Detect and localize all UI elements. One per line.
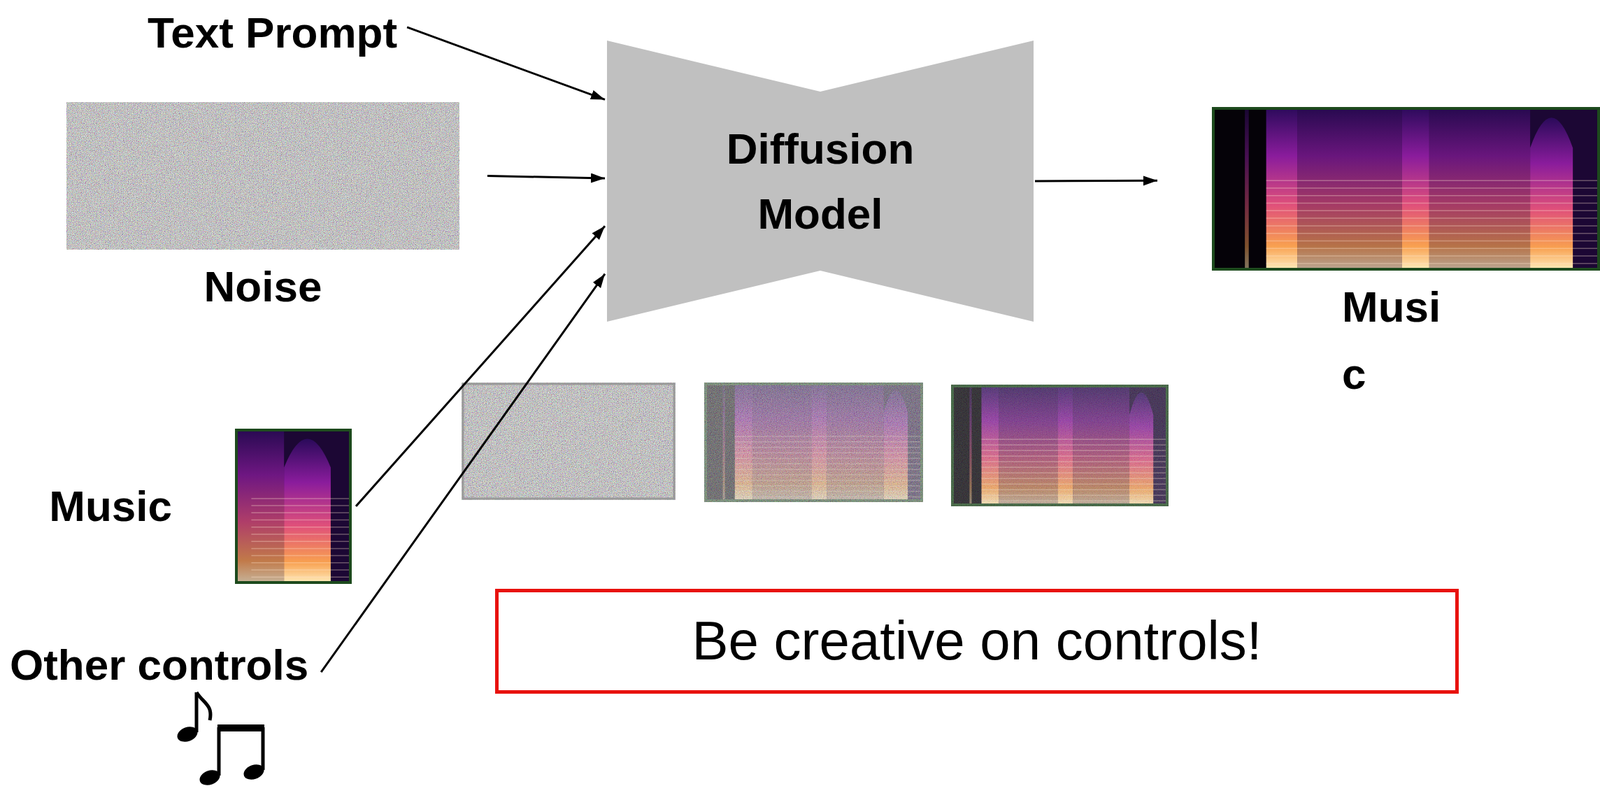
node-label: Musi c [1341,273,1454,408]
node-label: Music [48,480,173,533]
output-spectrogram [1211,106,1600,271]
node-label: Diffusion Model [687,116,954,247]
noise-input: Noise [66,102,460,250]
arrow-connector [487,176,605,179]
music-notes-icon [174,692,266,789]
denoise-step-2 [704,382,924,503]
denoise-step-3-noise [951,384,1169,507]
denoise-step-2-noise [704,382,924,503]
music-output: Musi c [1211,106,1600,271]
arrow-connector [1034,179,1158,183]
node-label: Be creative on controls! [691,608,1262,675]
music-control: Music [234,428,352,584]
arrow-connector [406,27,605,100]
bowtie-shape [606,40,1034,322]
text-prompt-input: Text Prompt [143,4,402,62]
node-label: Noise [66,260,460,313]
node-label: Text Prompt [147,6,398,59]
node-label: Other controls [9,639,309,691]
denoise-step-1 [461,382,676,500]
other-controls-input: Other controls [5,636,313,694]
diffusion-model-box: Diffusion Model [606,40,1034,322]
denoise-step-3 [951,384,1169,507]
note-box: Be creative on controls! [495,588,1459,694]
arrow-connector [355,225,605,507]
music-spectrogram [234,428,352,584]
noise-image [66,102,460,250]
